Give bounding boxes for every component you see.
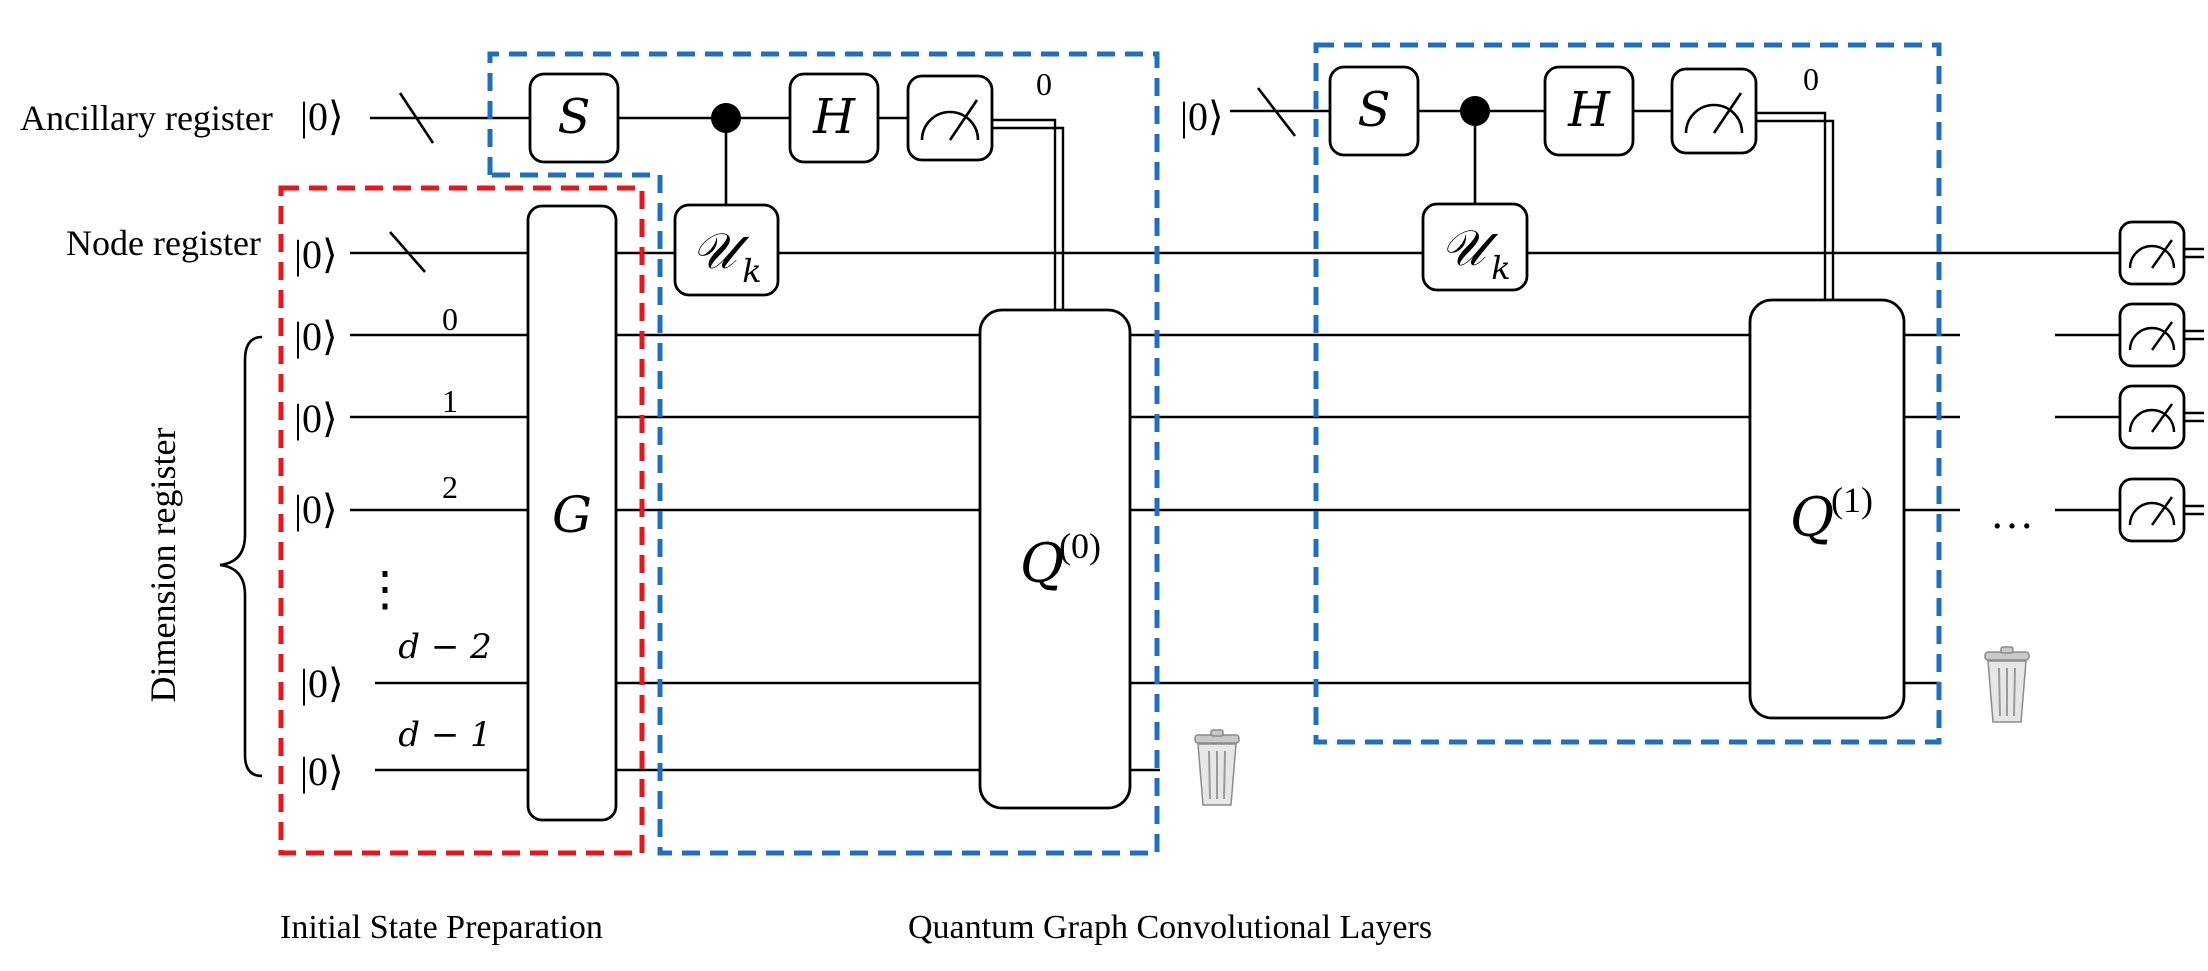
horizontal-ellipsis: … bbox=[1990, 489, 2034, 538]
node-register-label: Node register bbox=[66, 223, 261, 263]
s-gate-2 bbox=[1328, 65, 1420, 157]
slash-icon bbox=[389, 231, 426, 273]
qubit-index-d-1: d − 1 bbox=[398, 715, 492, 755]
dim-ket-d-2: |0⟩ bbox=[300, 661, 344, 706]
final-measurement-dim-1 bbox=[2118, 384, 2204, 450]
qubit-index-0: 0 bbox=[442, 301, 458, 337]
q0-gate bbox=[978, 308, 1132, 810]
slash-icon bbox=[1256, 87, 1297, 137]
qubit-index-1: 1 bbox=[442, 383, 458, 419]
measurement-icon bbox=[2118, 220, 2186, 286]
g-gate-label: G bbox=[552, 486, 592, 544]
h-gate-1 bbox=[788, 72, 880, 164]
h-gate-2-label: H bbox=[1567, 82, 1611, 138]
q0-gate-label: Q bbox=[1020, 532, 1064, 595]
convolutional-layer-2-box bbox=[1313, 42, 1942, 745]
h-gate-1-label: H bbox=[812, 89, 856, 145]
trash-icon bbox=[1984, 646, 2030, 723]
q1-gate-superscript: (1) bbox=[1831, 480, 1873, 520]
node-ket-zero: |0⟩ bbox=[294, 232, 338, 277]
brace-icon bbox=[219, 335, 263, 778]
initial-state-caption: Initial State Preparation bbox=[280, 909, 603, 946]
control-dot-icon bbox=[711, 103, 741, 133]
measurement-needle bbox=[1712, 92, 1743, 134]
final-measurement-node bbox=[2118, 220, 2204, 286]
dim-ket-1: |0⟩ bbox=[294, 396, 338, 441]
g-gate bbox=[526, 204, 618, 822]
control-dot-icon bbox=[1460, 96, 1490, 126]
vertical-ellipsis: ⋮ bbox=[361, 563, 409, 616]
final-measurement-dim-0 bbox=[2118, 302, 2204, 368]
measurement-arc bbox=[1684, 103, 1744, 134]
dim-ket-0: |0⟩ bbox=[294, 314, 338, 359]
qubit-index-2: 2 bbox=[442, 469, 458, 505]
q0-gate-superscript: (0) bbox=[1059, 526, 1101, 566]
convolutional-layer-1-box bbox=[487, 51, 1160, 856]
u-gate-1-subscript: k bbox=[742, 252, 761, 290]
measurement-icon bbox=[1670, 67, 1758, 155]
ancillary-ket-zero: |0⟩ bbox=[300, 94, 344, 139]
final-measurement-dim-2 bbox=[2118, 477, 2204, 543]
convolutional-layers-caption: Quantum Graph Convolutional Layers bbox=[908, 909, 1432, 946]
u-k-gate-2 bbox=[1421, 202, 1529, 292]
qubit-index-d-2: d − 2 bbox=[398, 627, 492, 667]
u-gate-2-subscript: k bbox=[1491, 249, 1510, 287]
measurement-result-2: 0 bbox=[1803, 61, 1819, 97]
classical-wire-2 bbox=[1756, 111, 1835, 300]
h-gate-2 bbox=[1543, 65, 1635, 157]
s-gate-1-label: S bbox=[558, 89, 591, 145]
layer2-ancilla-ket-zero: |0⟩ bbox=[1180, 94, 1224, 139]
u-k-gate-1 bbox=[673, 203, 780, 297]
initial-state-preparation-box bbox=[278, 185, 645, 856]
classical-wire-1 bbox=[992, 118, 1065, 310]
slash-icon bbox=[398, 92, 435, 144]
measurement-icon bbox=[2118, 477, 2186, 543]
measurement-icon bbox=[906, 74, 994, 162]
measurement-result-1: 0 bbox=[1036, 66, 1052, 102]
s-gate-2-label: S bbox=[1358, 82, 1391, 138]
trash-icon bbox=[1194, 729, 1240, 806]
measurement-needle bbox=[948, 99, 979, 141]
measurement-icon bbox=[2118, 384, 2186, 450]
dim-ket-d-1: |0⟩ bbox=[300, 749, 344, 794]
dim-ket-2: |0⟩ bbox=[294, 487, 338, 532]
q1-gate bbox=[1748, 298, 1906, 720]
ancillary-register-label: Ancillary register bbox=[20, 98, 273, 138]
dimension-register-label: Dimension register bbox=[143, 428, 183, 703]
measurement-icon bbox=[2118, 302, 2186, 368]
measurement-arc bbox=[920, 110, 980, 141]
q1-gate-label: Q bbox=[1790, 486, 1834, 549]
s-gate-1 bbox=[528, 72, 620, 164]
